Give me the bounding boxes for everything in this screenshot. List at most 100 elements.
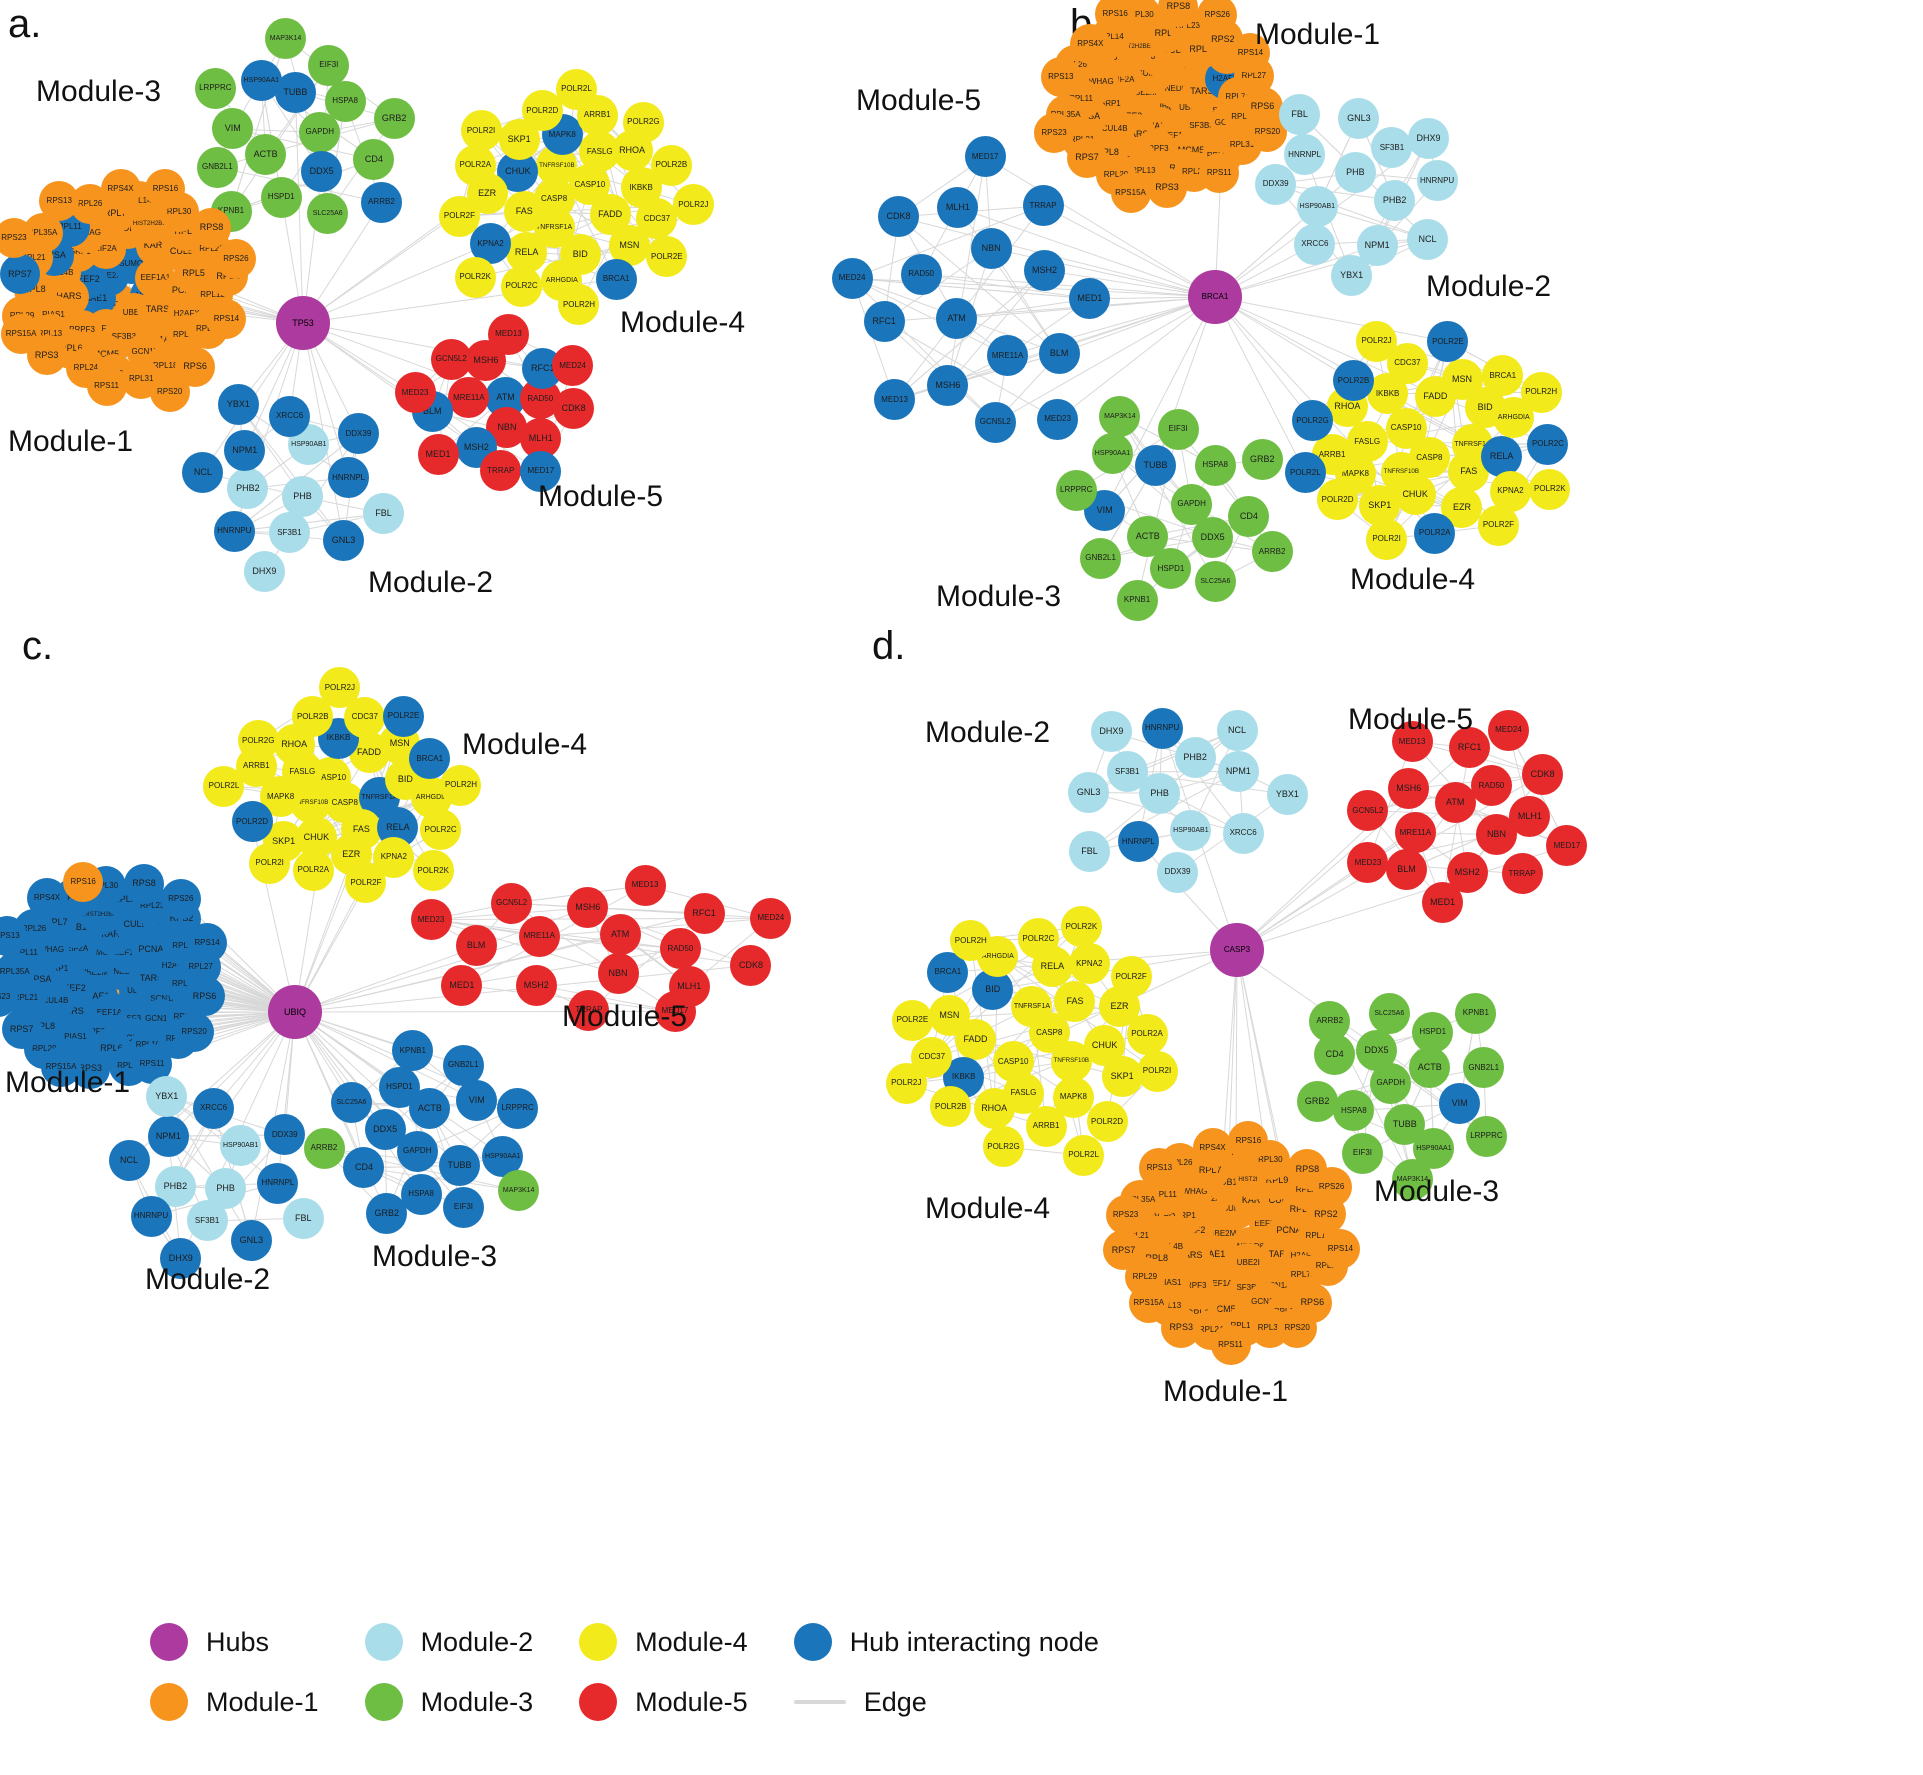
node-hspa8[interactable]: HSPA8 [1333,1090,1375,1132]
node-gnl3[interactable]: GNL3 [323,520,365,562]
node-eif3i[interactable]: EIF3I [1157,408,1199,450]
node-arrb1[interactable]: ARRB1 [1025,1105,1067,1147]
node-kpnb1[interactable]: KPNB1 [392,1030,434,1072]
node-med1[interactable]: MED1 [441,964,483,1006]
node-gcn5l2[interactable]: GCN5L2 [974,401,1016,443]
node-nbn[interactable]: NBN [970,227,1012,269]
node-med17[interactable]: MED17 [964,136,1006,178]
node-mre11a[interactable]: MRE11A [448,377,490,419]
node-rps20[interactable]: RPS20 [149,371,190,412]
node-med1[interactable]: MED1 [1069,278,1111,320]
node-ddx5[interactable]: DDX5 [1356,1030,1398,1072]
node-polr2e[interactable]: POLR2E [383,695,425,737]
node-rps26[interactable]: RPS26 [1311,1167,1352,1208]
node-rps14[interactable]: RPS14 [1320,1228,1361,1269]
node-eif3i[interactable]: EIF3I [442,1186,484,1228]
node-cdk8[interactable]: CDK8 [553,388,595,430]
node-arrb2[interactable]: ARRB2 [303,1127,345,1169]
node-rps14[interactable]: RPS14 [187,923,228,964]
node-msh2[interactable]: MSH2 [515,964,557,1006]
node-rps14[interactable]: RPS14 [206,298,247,339]
node-polr2e[interactable]: POLR2E [1427,321,1469,363]
node-polr2i[interactable]: POLR2I [249,842,291,884]
node-rps16[interactable]: RPS16 [63,861,104,902]
node-rps4x[interactable]: RPS4X [100,169,141,210]
node-polr2j[interactable]: POLR2J [1356,320,1398,362]
node-arrb2[interactable]: ARRB2 [360,181,402,223]
node-sf3b1[interactable]: SF3B1 [1371,127,1413,169]
node-hnrnpl[interactable]: HNRNPL [257,1162,299,1204]
node-gnb2l1[interactable]: GNB2L1 [1463,1047,1505,1089]
node-fbl[interactable]: FBL [1069,830,1111,872]
node-casp10[interactable]: CASP10 [1385,407,1427,449]
node-mre11a[interactable]: MRE11A [518,915,560,957]
node-polr2b[interactable]: POLR2B [930,1086,972,1128]
node-rps3[interactable]: RPS3 [1161,1307,1202,1348]
node-polr2l[interactable]: POLR2L [203,765,245,807]
node-rps15a[interactable]: RPS15A [1128,1282,1169,1323]
node-ddx5[interactable]: DDX5 [1192,516,1234,558]
node-msn[interactable]: MSN [928,995,970,1037]
node-rps11[interactable]: RPS11 [1199,152,1240,193]
node-chuk[interactable]: CHUK [1394,473,1436,515]
node-hsp90aa1[interactable]: HSP90AA1 [1092,432,1133,474]
node-gcn5l2[interactable]: GCN5L2 [491,882,533,924]
node-polr2f[interactable]: POLR2F [438,195,480,237]
node-fas[interactable]: FAS [503,190,545,232]
node-xrcc6[interactable]: XRCC6 [269,395,311,437]
node-map3k14[interactable]: MAP3K14 [498,1170,540,1212]
node-rhoa[interactable]: RHOA [973,1087,1015,1129]
node-ddx5[interactable]: DDX5 [301,151,343,193]
node-ncl[interactable]: NCL [182,452,224,494]
node-hsp90ab1[interactable]: HSP90AB1 [1296,186,1338,228]
node-cd4[interactable]: CD4 [353,138,395,180]
node-hsp90ab1[interactable]: HSP90AB1 [1170,810,1212,852]
node-gnb2l1[interactable]: GNB2L1 [196,146,238,188]
node-rps11[interactable]: RPS11 [1210,1325,1251,1366]
node-ncl[interactable]: NCL [108,1139,150,1181]
node-rps23[interactable]: RPS23 [1105,1194,1146,1235]
node-ddx39[interactable]: DDX39 [337,413,379,455]
node-hnrnpu[interactable]: HNRNPU [213,510,255,552]
node-mlh1[interactable]: MLH1 [937,187,979,228]
node-polr2b[interactable]: POLR2B [650,144,692,186]
node-hspa8[interactable]: HSPA8 [1194,444,1236,486]
node-blm[interactable]: BLM [1038,332,1080,374]
node-sf3b1[interactable]: SF3B1 [186,1200,228,1242]
node-rps26[interactable]: RPS26 [215,239,256,279]
node-grb2[interactable]: GRB2 [373,98,415,140]
node-gnl3[interactable]: GNL3 [1338,97,1380,139]
node-med13[interactable]: MED13 [874,379,916,421]
node-ddx39[interactable]: DDX39 [264,1114,306,1156]
node-rps7[interactable]: RPS7 [0,254,40,295]
node-atm[interactable]: ATM [1434,781,1476,823]
node-rad50[interactable]: RAD50 [900,253,942,295]
node-rps6[interactable]: RPS6 [184,976,225,1017]
node-rps20[interactable]: RPS20 [174,1012,215,1053]
node-polr2l[interactable]: POLR2L [1063,1134,1105,1176]
node-hnrnpu[interactable]: HNRNPU [130,1195,172,1237]
node-actb[interactable]: ACTB [1409,1046,1451,1088]
node-polr2c[interactable]: POLR2C [420,809,462,851]
node-polr2h[interactable]: POLR2H [558,284,600,326]
node-polr2a[interactable]: POLR2A [454,144,496,186]
node-mlh1[interactable]: MLH1 [1509,796,1551,838]
node-fbl[interactable]: FBL [282,1197,324,1239]
node-rps8[interactable]: RPS8 [124,863,165,904]
node-phb2[interactable]: PHB2 [1174,736,1216,778]
node-med24[interactable]: MED24 [831,257,873,299]
node-mre11a[interactable]: MRE11A [1394,812,1436,854]
node-rps26[interactable]: RPS26 [160,878,201,919]
node-rps15a[interactable]: RPS15A [1110,173,1151,214]
node-polr2e[interactable]: POLR2E [646,236,688,278]
node-polr2d[interactable]: POLR2D [231,801,273,843]
node-npm1[interactable]: NPM1 [1217,750,1259,792]
node-skp1[interactable]: SKP1 [1101,1056,1143,1098]
node-hspa8[interactable]: HSPA8 [324,80,366,122]
node-rps7[interactable]: RPS7 [1066,137,1107,178]
node-trrap[interactable]: TRRAP [1501,853,1543,895]
node-med24[interactable]: MED24 [552,345,594,387]
node-ddx5[interactable]: DDX5 [364,1109,406,1151]
node-arrb2[interactable]: ARRB2 [1309,1000,1351,1042]
node-map3k14[interactable]: MAP3K14 [265,17,307,59]
